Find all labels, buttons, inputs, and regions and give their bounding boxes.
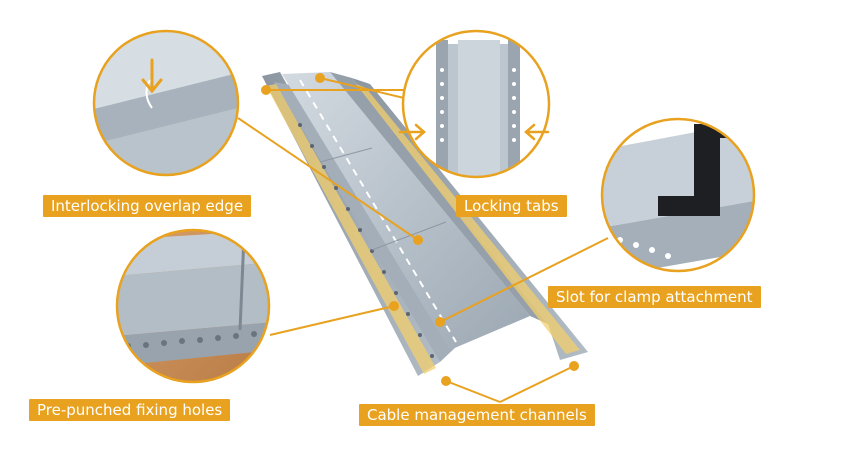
detail-circle-border bbox=[92, 29, 240, 177]
label-cable-management-channels: Cable management channels bbox=[359, 404, 595, 426]
detail-circle-border bbox=[600, 117, 756, 273]
rail-left-wall bbox=[274, 82, 458, 362]
leader-overlap-edge bbox=[237, 117, 419, 241]
detail-circle-border bbox=[115, 228, 271, 384]
callout-dots bbox=[261, 73, 579, 386]
cable-channel-right bbox=[356, 84, 580, 354]
rail-top-surface bbox=[282, 72, 530, 350]
leader-clamp-slot bbox=[439, 237, 609, 323]
rail-fixing-holes bbox=[298, 123, 434, 358]
detail-clamp-slot bbox=[600, 117, 756, 273]
mounting-rail bbox=[262, 72, 588, 376]
rail-panel-seam bbox=[319, 147, 373, 163]
label-interlocking-overlap-edge: Interlocking overlap edge bbox=[43, 195, 252, 217]
label-locking-tabs: Locking tabs bbox=[456, 195, 567, 217]
arrow-right-icon bbox=[398, 123, 426, 141]
detail-fixing-holes bbox=[115, 228, 271, 384]
leader-tabs-right bbox=[319, 77, 405, 99]
leader-channels-left bbox=[445, 380, 501, 403]
arrow-left-icon bbox=[524, 123, 550, 141]
rail-panel-seam bbox=[371, 221, 447, 251]
callout-lines bbox=[237, 77, 609, 403]
detail-circle-border bbox=[401, 29, 551, 179]
leader-fixing-holes bbox=[269, 305, 395, 336]
detail-locking-tabs bbox=[398, 29, 551, 179]
leader-channels-right bbox=[499, 365, 575, 403]
label-slot-for-clamp-attachment: Slot for clamp attachment bbox=[548, 286, 761, 308]
arrow-down-icon bbox=[141, 58, 163, 94]
detail-overlap-edge bbox=[92, 29, 240, 177]
rail-right-wall bbox=[330, 72, 548, 324]
label-pre-punched-fixing-holes: Pre-punched fixing holes bbox=[29, 399, 231, 421]
clamp-bracket bbox=[658, 124, 734, 216]
